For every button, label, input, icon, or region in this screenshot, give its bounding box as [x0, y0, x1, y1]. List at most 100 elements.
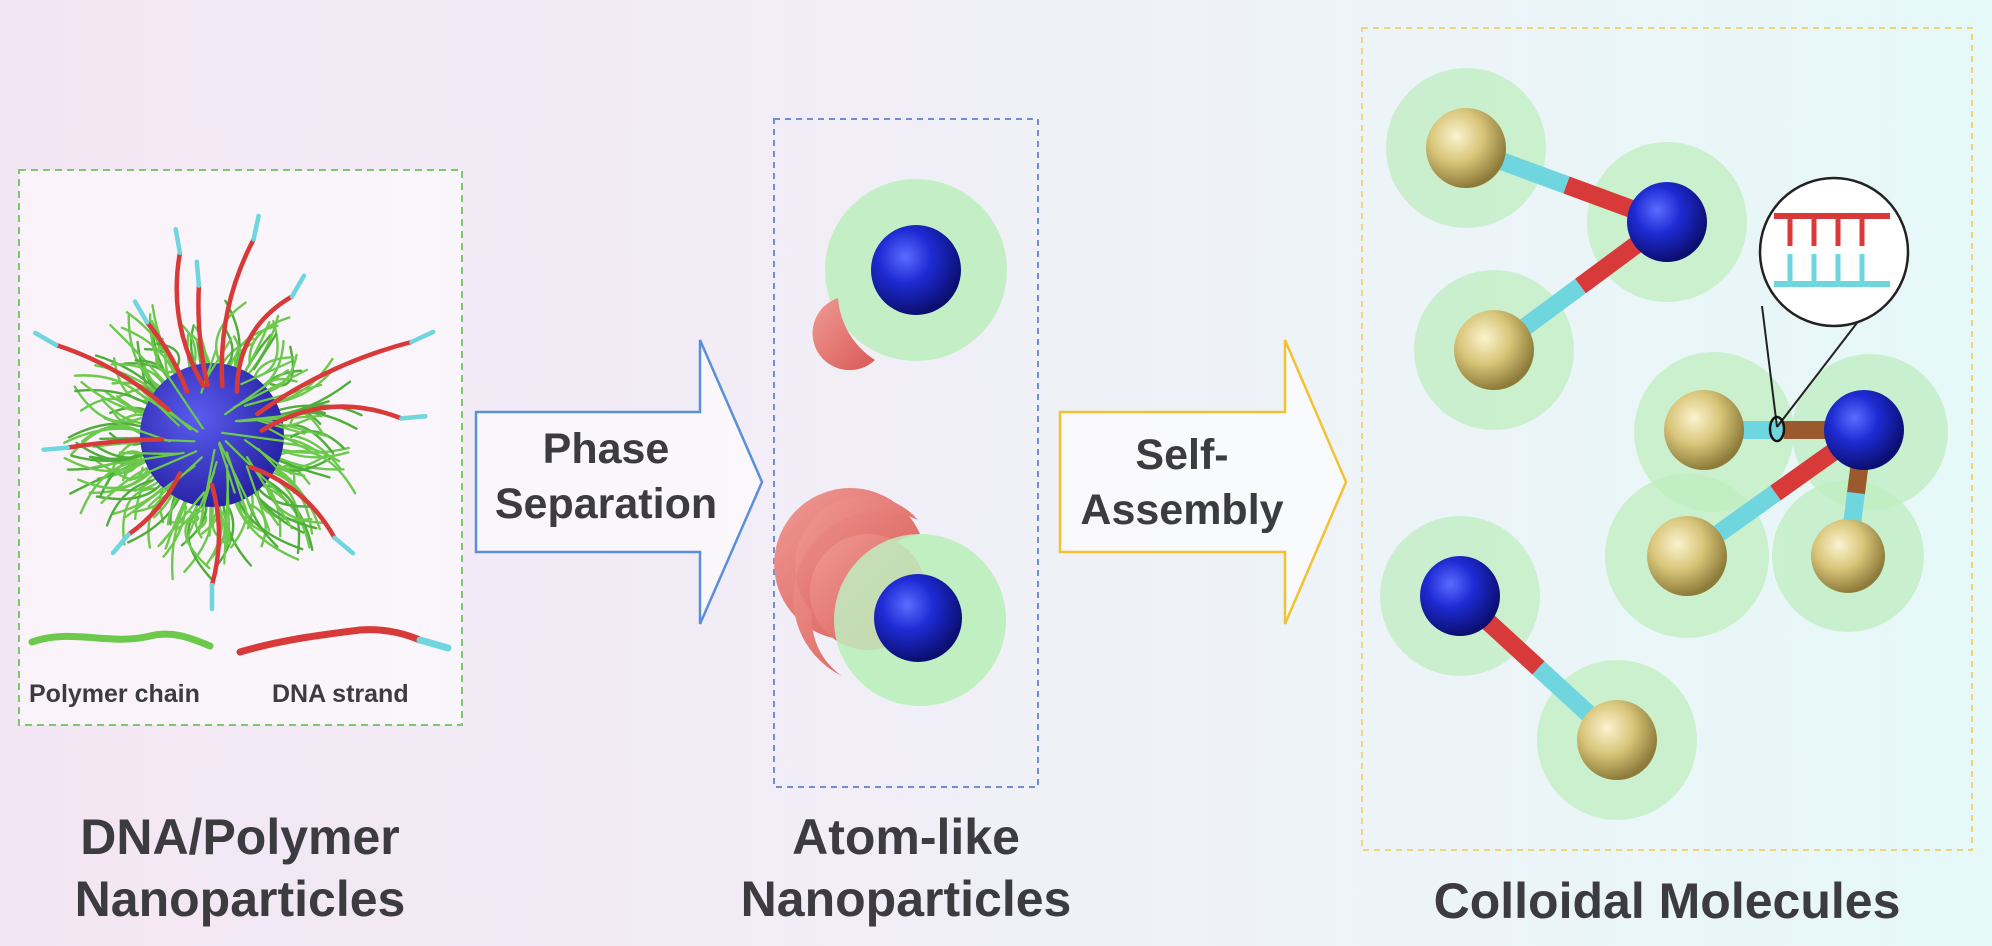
polymer-chain-strand	[225, 451, 252, 526]
polymer-chain-legend-line	[28, 630, 214, 650]
dna-sticky-end	[173, 226, 183, 256]
polymer-chain-strand	[221, 431, 285, 443]
blue-core-sphere	[1824, 390, 1904, 470]
blue-core-sphere	[871, 225, 961, 315]
dna-strand	[259, 404, 404, 433]
phase-separation-arrow	[474, 339, 764, 625]
dna-sticky-end	[251, 213, 261, 242]
polymer-chain-strand	[211, 511, 227, 545]
colloidal-molecules-illustration	[1380, 68, 1948, 820]
polymer-chain-label: Polymer chain	[29, 680, 200, 708]
polymer-chain-strand	[218, 441, 256, 516]
salmon-patch	[812, 298, 875, 371]
arrow-label-line: Assembly	[1080, 486, 1284, 534]
blue-core-sphere	[1627, 182, 1707, 262]
caption-line: Nanoparticles	[74, 871, 406, 927]
dna-strand	[209, 482, 222, 588]
dna-sticky-end	[289, 273, 307, 299]
polymer-chain-strand	[157, 492, 205, 548]
polymer-chain-strand	[197, 448, 216, 534]
panel1-caption: DNA/Polymer Nanoparticles	[20, 806, 460, 930]
polymer-chain-strand	[162, 368, 204, 430]
dna-hybridization-icon	[1774, 213, 1890, 287]
dna-sticky-end	[110, 532, 131, 556]
polymer-chain-strand	[112, 411, 137, 425]
polymer-chain-strand	[105, 479, 154, 527]
magnifier-circle	[1758, 176, 1910, 328]
polymer-chain-strand	[224, 369, 289, 416]
polymer-chain-strand	[79, 460, 153, 515]
polymer-chain-strand	[164, 501, 186, 550]
polymer-chain-strand	[128, 450, 198, 482]
dna-sticky-end	[41, 445, 70, 452]
polymer-chain-strand	[266, 426, 314, 454]
polymer-chain-strand	[122, 487, 158, 546]
gold-sphere	[1647, 516, 1727, 596]
dna-sticky-end	[399, 414, 428, 421]
dna-strand	[219, 237, 256, 389]
blue-core-sphere	[874, 574, 962, 662]
salmon-visible-cap	[793, 495, 918, 676]
polymer-chain-strand	[246, 314, 280, 377]
dna-strand-label: DNA strand	[272, 680, 409, 708]
gold-sphere	[1577, 700, 1657, 780]
caption-line: Nanoparticles	[740, 871, 1072, 927]
dna-strand	[248, 464, 337, 541]
arrow-label-line: Self-	[1135, 431, 1229, 479]
dna-strand	[126, 471, 183, 537]
arrow1-label: Phase Separation	[478, 422, 734, 532]
polymer-chain-strand	[162, 505, 188, 558]
polymer-chain-strand	[244, 439, 293, 475]
dna-strand	[65, 437, 165, 450]
dna-strand	[196, 283, 210, 388]
dna-strand	[174, 250, 206, 389]
dna-strand	[144, 320, 190, 394]
polymer-chain-strand	[252, 333, 278, 371]
polymer-chain-strand	[178, 322, 197, 364]
dna-strand-legend-tip	[416, 636, 452, 652]
panel3-frame	[1361, 27, 1973, 851]
polymer-chain-strand	[205, 337, 233, 380]
dna-sticky-end	[132, 299, 150, 325]
arrow-label-line: Separation	[494, 480, 718, 528]
caption-line: DNA/Polymer	[80, 809, 400, 865]
dna-sticky-end	[33, 330, 59, 348]
polymer-chain-strand	[279, 449, 357, 495]
dna-strand-legend-line	[236, 626, 424, 656]
arrow2-label: Self- Assembly	[1062, 428, 1302, 538]
polymer-chain-strand	[200, 461, 218, 513]
polymer-chain-strand	[257, 447, 307, 500]
polymer-chain-strand	[94, 451, 185, 468]
dna-polymer-nanoparticle-illustration	[33, 213, 436, 612]
polymer-chain-strand	[118, 451, 177, 456]
arrow-label-line: Phase	[542, 425, 670, 473]
dna-sticky-end	[332, 535, 356, 556]
polymer-chain-strand	[184, 510, 211, 570]
panel2-caption: Atom-like Nanoparticles	[706, 806, 1106, 930]
gold-sphere	[1426, 108, 1506, 188]
polymer-chain-strand	[248, 316, 291, 367]
panel2-frame	[773, 118, 1039, 788]
polymer-chain-strand	[240, 360, 292, 386]
dna-strand	[53, 342, 171, 413]
polymer-chain-strand	[245, 465, 271, 532]
polymer-chain-strand	[223, 472, 230, 565]
polymer-chain-strand	[259, 483, 301, 555]
blue-core-sphere	[1420, 556, 1500, 636]
dna-sticky-end	[194, 259, 202, 288]
bond-highlight-ring	[1768, 415, 1786, 443]
polymer-chain-strand	[77, 463, 152, 490]
polymer-chain-strand	[256, 419, 306, 435]
gold-sphere	[1664, 390, 1744, 470]
magnifier-connector	[1776, 305, 1871, 428]
polymer-chain-strand	[261, 484, 311, 549]
dna-sticky-end	[409, 329, 436, 345]
polymer-chain-strand	[289, 430, 345, 450]
caption-line: Atom-like	[792, 809, 1020, 865]
magnifier-connector	[1761, 305, 1778, 428]
dna-strand	[255, 339, 414, 417]
gold-sphere	[1454, 310, 1534, 390]
panel3-caption: Colloidal Molecules	[1433, 873, 1901, 929]
gold-sphere	[1811, 519, 1885, 593]
